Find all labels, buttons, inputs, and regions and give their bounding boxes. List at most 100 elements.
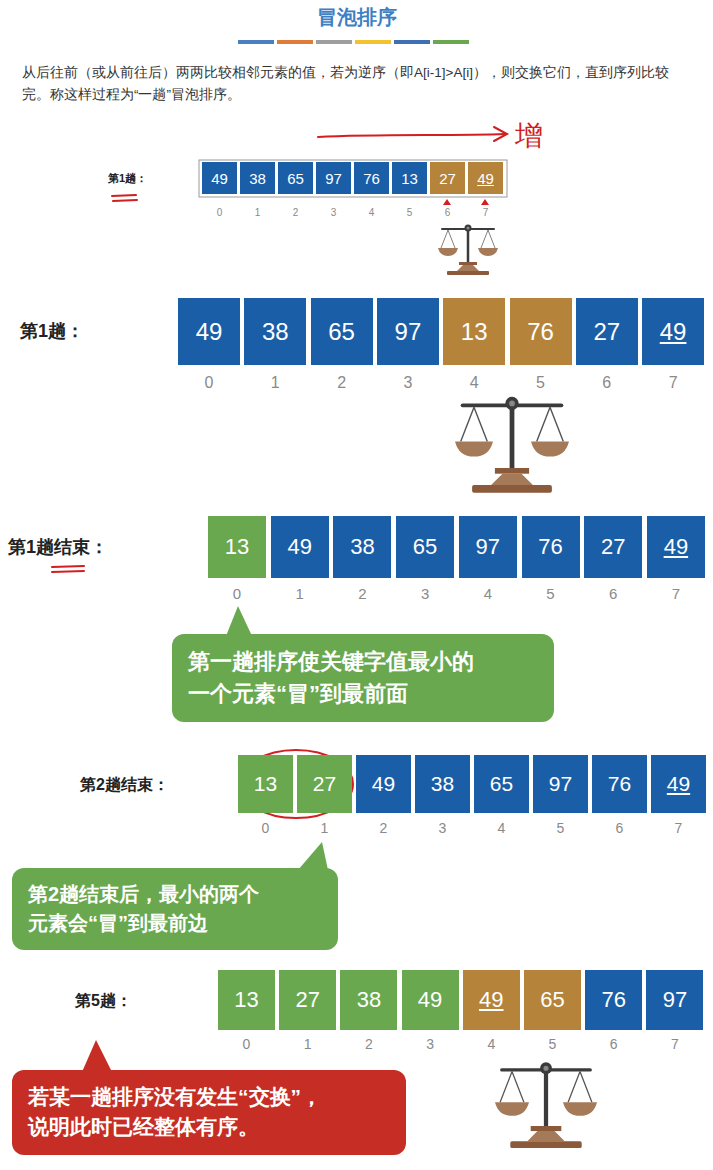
array-cell: 13 — [238, 755, 293, 813]
array-cell: 27 — [279, 970, 336, 1030]
array-cell: 97 — [316, 162, 351, 194]
index-number: 7 — [642, 374, 704, 392]
cell-value: 38 — [249, 170, 266, 187]
array-cell: 65 — [311, 298, 373, 365]
cell-value: 76 — [363, 170, 380, 187]
index-number: 5 — [510, 374, 572, 392]
array-cell: 13 — [443, 298, 505, 365]
index-number: 7 — [646, 1036, 703, 1052]
array-cell: 27 — [584, 516, 642, 578]
cell-value: 27 — [295, 987, 319, 1013]
row-label: 第5趟： — [75, 990, 132, 1011]
array-cell: 38 — [333, 516, 391, 578]
array-cell: 49 — [463, 970, 520, 1030]
index-number: 4 — [443, 374, 505, 392]
callout-text: 第一趟排序使关键字值最小的 一个元素“冒”到最前面 — [188, 649, 474, 706]
index-number: 7 — [651, 820, 706, 836]
index-number: 3 — [316, 207, 351, 218]
array-cell: 76 — [354, 162, 389, 194]
page-title: 冒泡排序 — [0, 4, 713, 31]
index-number: 6 — [576, 374, 638, 392]
index-number: 7 — [468, 207, 503, 218]
index-number: 6 — [430, 207, 465, 218]
index-number: 3 — [415, 820, 470, 836]
cell-value: 49 — [287, 534, 311, 560]
description-text: 从后往前（或从前往后）两两比较相邻元素的值，若为逆序（即A[i-1]>A[i]）… — [22, 62, 694, 107]
index-number: 2 — [356, 820, 411, 836]
array-cell: 13 — [218, 970, 275, 1030]
cell-value: 65 — [540, 987, 564, 1013]
array-cell: 49 — [402, 970, 459, 1030]
cell-value: 13 — [461, 318, 488, 346]
array-cell: 97 — [377, 298, 439, 365]
index-number: 4 — [474, 820, 529, 836]
index-number: 3 — [377, 374, 439, 392]
title-color-bar — [238, 40, 469, 44]
cell-value: 65 — [490, 772, 513, 796]
index-number: 5 — [533, 820, 588, 836]
cell-value: 65 — [413, 534, 437, 560]
array-cell: 65 — [396, 516, 454, 578]
index-number: 3 — [396, 585, 454, 602]
handwritten-arrow — [318, 127, 507, 141]
index-number: 1 — [279, 1036, 336, 1052]
array-cell: 76 — [585, 970, 642, 1030]
cell-value: 65 — [328, 318, 355, 346]
index-number: 1 — [297, 820, 352, 836]
index-number: 5 — [524, 1036, 581, 1052]
array-cell: 38 — [240, 162, 275, 194]
cell-value: 27 — [313, 772, 336, 796]
cell-value: 13 — [254, 772, 277, 796]
callout-box: 第一趟排序使关键字值最小的 一个元素“冒”到最前面 — [172, 634, 554, 722]
callout-box: 第2趟结束后，最小的两个 元素会“冒”到最前边 — [12, 868, 338, 950]
cell-value: 38 — [262, 318, 289, 346]
index-number: 4 — [354, 207, 389, 218]
array-cell: 49 — [356, 755, 411, 813]
cell-value: 76 — [538, 534, 562, 560]
index-number: 6 — [584, 585, 642, 602]
index-number: 1 — [271, 585, 329, 602]
index-number: 0 — [178, 374, 240, 392]
index-number: 2 — [340, 1036, 397, 1052]
index-number: 5 — [522, 585, 580, 602]
array-cell: 65 — [474, 755, 529, 813]
index-number: 6 — [592, 820, 647, 836]
cell-value: 49 — [372, 772, 395, 796]
cell-value: 38 — [357, 987, 381, 1013]
cell-value: 49 — [196, 318, 223, 346]
callout-text: 若某一趟排序没有发生“交换”， 说明此时已经整体有序。 — [28, 1085, 322, 1138]
handwritten-note: 增 — [515, 117, 543, 155]
index-number: 2 — [311, 374, 373, 392]
cell-value: 76 — [601, 987, 625, 1013]
array-cell: 65 — [278, 162, 313, 194]
row-label: 第1趟： — [108, 171, 147, 185]
array-cell: 13 — [208, 516, 266, 578]
cell-value: 38 — [350, 534, 374, 560]
array-cell: 38 — [415, 755, 470, 813]
array-cell: 97 — [533, 755, 588, 813]
index-number: 0 — [202, 207, 237, 218]
array-cell: 49 — [202, 162, 237, 194]
array-cell: 49 — [468, 162, 503, 194]
cell-value: 38 — [431, 772, 454, 796]
handwritten-marks — [52, 195, 353, 818]
cell-value: 49 — [477, 170, 494, 187]
cell-value: 97 — [476, 534, 500, 560]
array-cell: 76 — [592, 755, 647, 813]
array-cell: 38 — [244, 298, 306, 365]
row-label: 第2趟结束： — [80, 774, 169, 795]
index-number: 4 — [459, 585, 517, 602]
index-number: 5 — [392, 207, 427, 218]
callout-text: 第2趟结束后，最小的两个 元素会“冒”到最前边 — [28, 883, 259, 934]
cell-value: 76 — [527, 318, 554, 346]
cell-value: 97 — [395, 318, 422, 346]
cell-value: 49 — [479, 987, 503, 1013]
cell-value: 27 — [593, 318, 620, 346]
index-number: 1 — [240, 207, 275, 218]
index-number: 0 — [218, 1036, 275, 1052]
cell-value: 97 — [325, 170, 342, 187]
cell-value: 13 — [401, 170, 418, 187]
index-number: 4 — [463, 1036, 520, 1052]
array-cell: 13 — [392, 162, 427, 194]
index-number: 1 — [244, 374, 306, 392]
